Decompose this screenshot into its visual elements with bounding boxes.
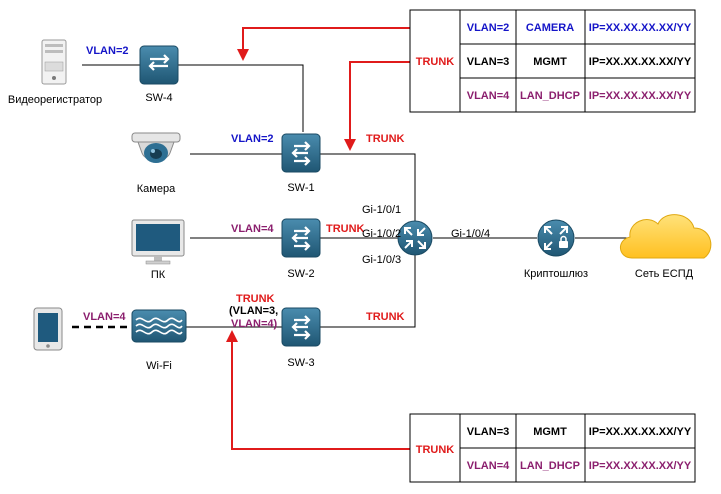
arrow-top-to-sw1 xyxy=(344,61,410,151)
dvr-label: Видеорегистратор xyxy=(8,94,102,106)
top-row1-ip: IP=XX.XX.XX.XX/YY xyxy=(589,22,692,34)
wifi-trunk-label: TRUNK xyxy=(236,293,275,305)
cloud-label: Сеть ЕСПД xyxy=(635,268,694,280)
cloud-icon[interactable] xyxy=(620,214,712,259)
top-row3-ip: IP=XX.XX.XX.XX/YY xyxy=(589,90,692,102)
sw1-icon[interactable] xyxy=(280,132,322,174)
router-icon[interactable] xyxy=(397,220,433,256)
top-row2-vlan: VLAN=3 xyxy=(467,56,510,68)
pc-icon[interactable] xyxy=(131,219,185,265)
sw1-label: SW-1 xyxy=(287,182,314,194)
tablet-icon[interactable] xyxy=(33,307,63,351)
wifi-trunk-vlans-2: VLAN=4) xyxy=(231,318,277,330)
link-sw1-router xyxy=(320,153,416,222)
camera-vlan-label: VLAN=2 xyxy=(231,133,274,145)
dvr-icon[interactable] xyxy=(41,39,67,85)
top-row3-vlan: VLAN=4 xyxy=(467,90,510,102)
sw2-label: SW-2 xyxy=(287,268,314,280)
sw2-icon[interactable] xyxy=(280,217,322,259)
bottom-table-trunk: TRUNK xyxy=(416,444,455,456)
port-gi-1-0-3: Gi-1/0/3 xyxy=(362,254,401,266)
camera-label: Камера xyxy=(137,183,176,195)
sw3-icon[interactable] xyxy=(280,306,322,348)
pc-vlan-label: VLAN=4 xyxy=(231,223,274,235)
bottom-row1-name: MGMT xyxy=(533,426,567,438)
pc-label: ПК xyxy=(151,269,166,281)
connections xyxy=(72,64,630,329)
arrow-top-to-sw4-link xyxy=(237,27,410,61)
port-gi-1-0-4: Gi-1/0/4 xyxy=(451,228,490,240)
sw4-label: SW-4 xyxy=(145,92,172,104)
arrow-bottom-to-wifi-link xyxy=(226,330,410,450)
sw4-icon[interactable] xyxy=(138,44,180,86)
trunk-arrows xyxy=(226,27,410,450)
bottom-row1-ip: IP=XX.XX.XX.XX/YY xyxy=(589,426,692,438)
wifi-label: Wi-Fi xyxy=(146,360,172,372)
dvr-vlan-label: VLAN=2 xyxy=(86,45,129,57)
link-sw4-sw1 xyxy=(178,64,304,132)
top-row2-ip: IP=XX.XX.XX.XX/YY xyxy=(589,56,692,68)
top-row3-name: LAN_DHCP xyxy=(520,90,580,102)
top-row1-name: CAMERA xyxy=(526,22,574,34)
vlan-table-top: TRUNK VLAN=2 CAMERA IP=XX.XX.XX.XX/YY VL… xyxy=(409,9,696,113)
sw3-label: SW-3 xyxy=(287,357,314,369)
tablet-vlan-label: VLAN=4 xyxy=(83,311,126,323)
bottom-row2-name: LAN_DHCP xyxy=(520,460,580,472)
sw2-trunk-label: TRUNK xyxy=(326,223,365,235)
bottom-row1-vlan: VLAN=3 xyxy=(467,426,510,438)
sw1-trunk-label: TRUNK xyxy=(366,133,405,145)
top-row1-vlan: VLAN=2 xyxy=(467,22,510,34)
crypto-gateway-label: Криптошлюз xyxy=(524,268,588,280)
camera-icon[interactable] xyxy=(131,132,181,163)
link-sw3-router xyxy=(320,254,416,328)
top-table-trunk: TRUNK xyxy=(416,56,455,68)
crypto-gateway-icon[interactable] xyxy=(537,219,575,257)
top-row2-name: MGMT xyxy=(533,56,567,68)
bottom-row2-ip: IP=XX.XX.XX.XX/YY xyxy=(589,460,692,472)
port-gi-1-0-2: Gi-1/0/2 xyxy=(362,228,401,240)
port-gi-1-0-1: Gi-1/0/1 xyxy=(362,204,401,216)
sw3-trunk-label: TRUNK xyxy=(366,311,405,323)
bottom-row2-vlan: VLAN=4 xyxy=(467,460,510,472)
vlan-table-bottom: TRUNK VLAN=3 MGMT IP=XX.XX.XX.XX/YY VLAN… xyxy=(409,413,696,483)
wifi-trunk-vlans-1: (VLAN=3, xyxy=(229,305,278,317)
wifi-icon[interactable] xyxy=(131,309,187,343)
